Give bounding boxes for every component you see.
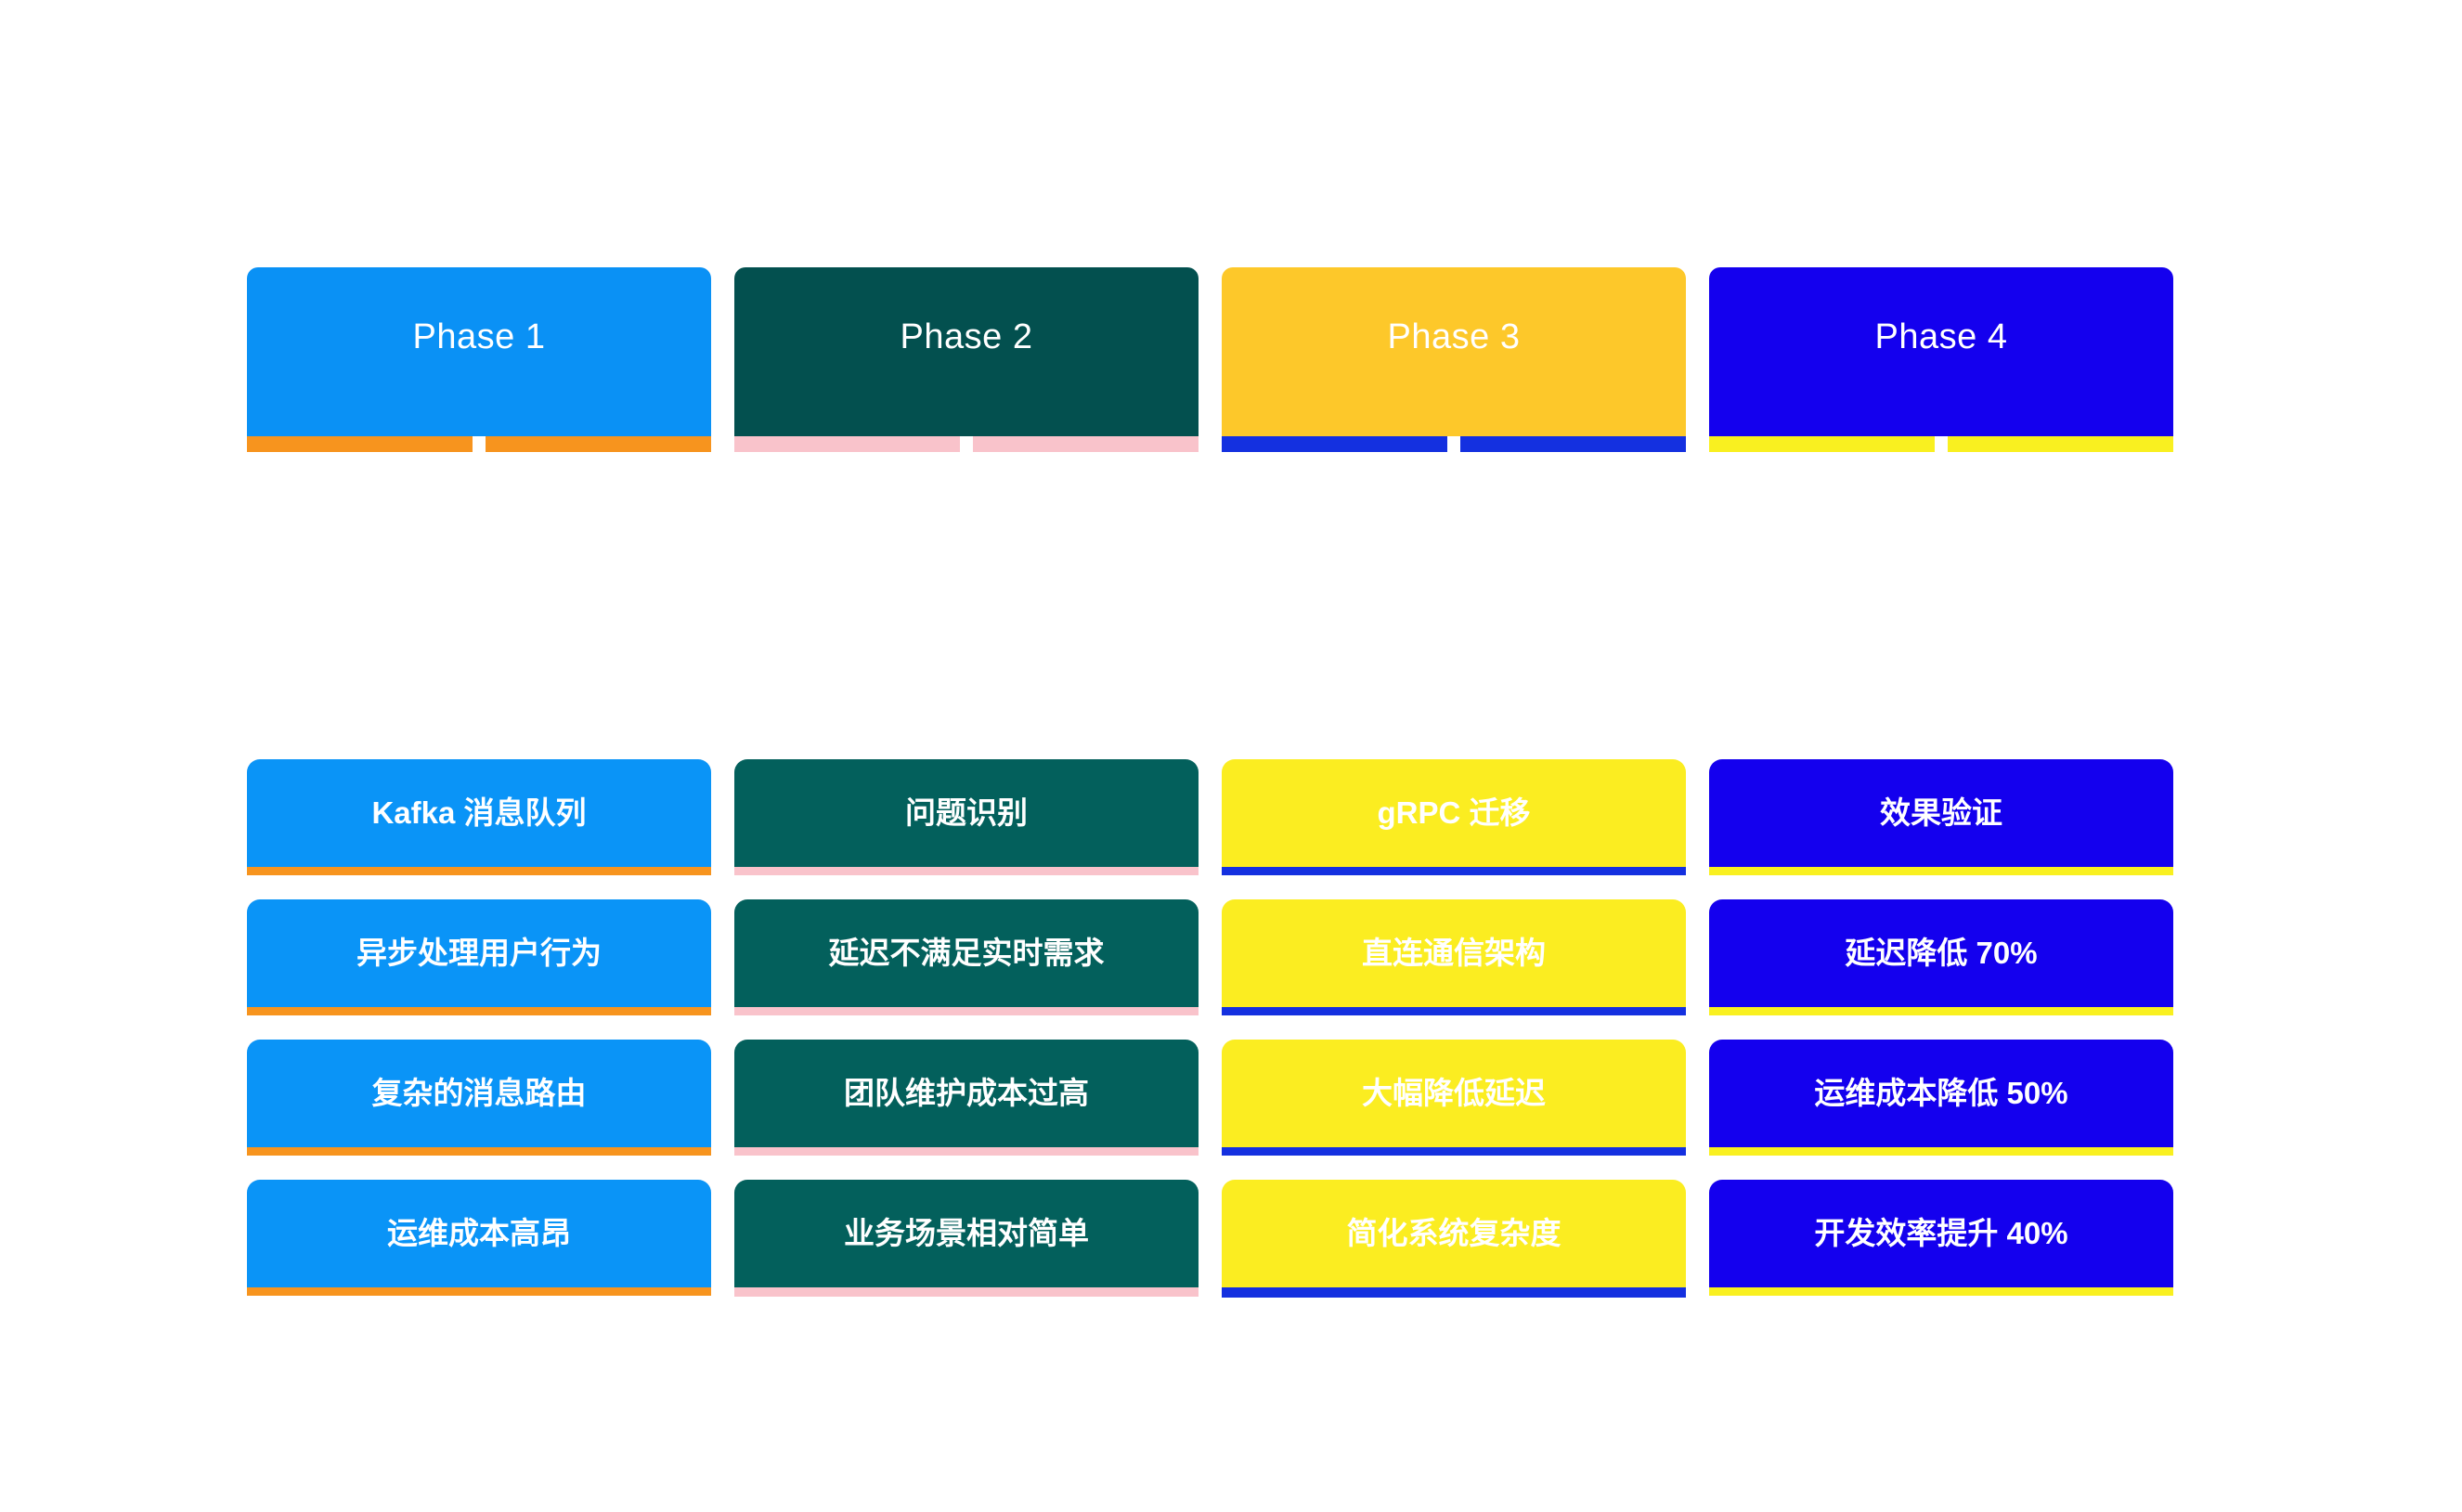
phase-title-2: Phase 2	[900, 317, 1033, 356]
content-card-accent	[1222, 1147, 1686, 1156]
content-card-body: gRPC 迁移	[1222, 759, 1686, 867]
content-card-accent	[1709, 1287, 2173, 1296]
content-card-label: 大幅降低延迟	[1362, 1075, 1546, 1110]
phase-underline-seg-left	[1222, 436, 1447, 452]
content-card-label: 开发效率提升 40%	[1814, 1215, 2068, 1250]
content-card-accent	[734, 1007, 1199, 1015]
phase-header-row: Phase 1 Phase 2 Phase 3	[247, 267, 2219, 452]
phase-underline-2	[734, 436, 1199, 452]
content-card-accent	[247, 867, 711, 875]
content-card-label: gRPC 迁移	[1377, 795, 1531, 830]
phase-underline-1	[247, 436, 711, 452]
content-card[interactable]: 异步处理用户行为	[247, 899, 711, 1015]
content-card-body: Kafka 消息队列	[247, 759, 711, 867]
content-card-accent	[734, 1147, 1199, 1156]
content-card-label: 简化系统复杂度	[1346, 1215, 1561, 1250]
content-card-label: Kafka 消息队列	[371, 795, 587, 830]
phase-connector-notch	[473, 436, 486, 452]
content-card-accent	[734, 1287, 1199, 1297]
phase-underline-seg-right	[1948, 436, 2173, 452]
content-card-label: 复杂的消息路由	[371, 1075, 587, 1110]
content-column-3: gRPC 迁移 直连通信架构 大幅降低延迟 简化系统复杂度	[1222, 759, 1686, 1298]
phase-title-4: Phase 4	[1874, 317, 2008, 356]
content-card-accent	[1222, 1007, 1686, 1015]
content-card[interactable]: 团队维护成本过高	[734, 1040, 1199, 1156]
content-card-label: 效果验证	[1880, 795, 2002, 830]
phase-column-4: Phase 4	[1709, 267, 2173, 452]
content-card-accent	[1709, 1007, 2173, 1015]
phase-title-1: Phase 1	[412, 317, 546, 356]
content-card[interactable]: gRPC 迁移	[1222, 759, 1686, 875]
phase-header-card-2[interactable]: Phase 2	[734, 267, 1199, 436]
phase-underline-4	[1709, 436, 2173, 452]
content-column-2: 问题识别 延迟不满足实时需求 团队维护成本过高 业务场景相对简单	[734, 759, 1199, 1298]
phase-connector-notch	[960, 436, 973, 452]
content-card[interactable]: 延迟不满足实时需求	[734, 899, 1199, 1015]
content-card-body: 简化系统复杂度	[1222, 1180, 1686, 1287]
content-card[interactable]: 效果验证	[1709, 759, 2173, 875]
content-card[interactable]: 开发效率提升 40%	[1709, 1180, 2173, 1296]
phase-connector-notch	[1935, 436, 1948, 452]
phase-column-1: Phase 1	[247, 267, 711, 452]
content-card[interactable]: 大幅降低延迟	[1222, 1040, 1686, 1156]
content-card-body: 延迟降低 70%	[1709, 899, 2173, 1007]
phase-underline-seg-left	[1709, 436, 1935, 452]
phase-underline-3	[1222, 436, 1686, 452]
phase-underline-seg-right	[1460, 436, 1686, 452]
content-card-accent	[734, 867, 1199, 875]
content-card-accent	[1709, 1147, 2173, 1156]
phase-connector-notch	[1447, 436, 1460, 452]
phase-header-card-4[interactable]: Phase 4	[1709, 267, 2173, 436]
content-card[interactable]: Kafka 消息队列	[247, 759, 711, 875]
content-card[interactable]: 直连通信架构	[1222, 899, 1686, 1015]
phase-column-3: Phase 3	[1222, 267, 1686, 452]
content-card-label: 运维成本高昂	[387, 1215, 571, 1250]
content-card-accent	[247, 1147, 711, 1156]
content-card-label: 延迟不满足实时需求	[828, 935, 1105, 970]
content-card-body: 复杂的消息路由	[247, 1040, 711, 1147]
content-card-label: 直连通信架构	[1362, 935, 1546, 970]
phase-header-card-1[interactable]: Phase 1	[247, 267, 711, 436]
content-card-label: 业务场景相对简单	[844, 1215, 1089, 1250]
content-card-body: 开发效率提升 40%	[1709, 1180, 2173, 1287]
content-card-body: 团队维护成本过高	[734, 1040, 1199, 1147]
content-card-accent	[1222, 1287, 1686, 1298]
phase-content-grid: Kafka 消息队列 异步处理用户行为 复杂的消息路由 运维成本高昂	[247, 759, 2219, 1298]
content-card-accent	[247, 1287, 711, 1296]
content-card-body: 效果验证	[1709, 759, 2173, 867]
content-card-accent	[247, 1007, 711, 1015]
content-card[interactable]: 复杂的消息路由	[247, 1040, 711, 1156]
content-card-body: 大幅降低延迟	[1222, 1040, 1686, 1147]
content-card-body: 异步处理用户行为	[247, 899, 711, 1007]
phase-underline-seg-right	[486, 436, 711, 452]
content-column-1: Kafka 消息队列 异步处理用户行为 复杂的消息路由 运维成本高昂	[247, 759, 711, 1298]
content-card-body: 运维成本高昂	[247, 1180, 711, 1287]
content-card-label: 问题识别	[905, 795, 1028, 830]
phase-underline-seg-left	[734, 436, 960, 452]
phase-column-2: Phase 2	[734, 267, 1199, 452]
content-card-body: 运维成本降低 50%	[1709, 1040, 2173, 1147]
content-card-body: 问题识别	[734, 759, 1199, 867]
content-card[interactable]: 运维成本高昂	[247, 1180, 711, 1296]
content-column-4: 效果验证 延迟降低 70% 运维成本降低 50% 开发效率提升 40%	[1709, 759, 2173, 1298]
content-card[interactable]: 简化系统复杂度	[1222, 1180, 1686, 1298]
content-card-body: 直连通信架构	[1222, 899, 1686, 1007]
phase-underline-seg-left	[247, 436, 473, 452]
content-card-label: 异步处理用户行为	[356, 935, 602, 970]
content-card-label: 延迟降低 70%	[1845, 935, 2038, 970]
content-card[interactable]: 业务场景相对简单	[734, 1180, 1199, 1297]
phase-underline-seg-right	[973, 436, 1199, 452]
content-card-label: 运维成本降低 50%	[1814, 1075, 2068, 1110]
content-card-body: 延迟不满足实时需求	[734, 899, 1199, 1007]
phase-title-3: Phase 3	[1387, 317, 1521, 356]
content-card-accent	[1222, 867, 1686, 875]
content-card-accent	[1709, 867, 2173, 875]
content-card[interactable]: 运维成本降低 50%	[1709, 1040, 2173, 1156]
content-card[interactable]: 问题识别	[734, 759, 1199, 875]
content-card-label: 团队维护成本过高	[844, 1075, 1089, 1110]
phase-header-card-3[interactable]: Phase 3	[1222, 267, 1686, 436]
content-card-body: 业务场景相对简单	[734, 1180, 1199, 1287]
content-card[interactable]: 延迟降低 70%	[1709, 899, 2173, 1015]
